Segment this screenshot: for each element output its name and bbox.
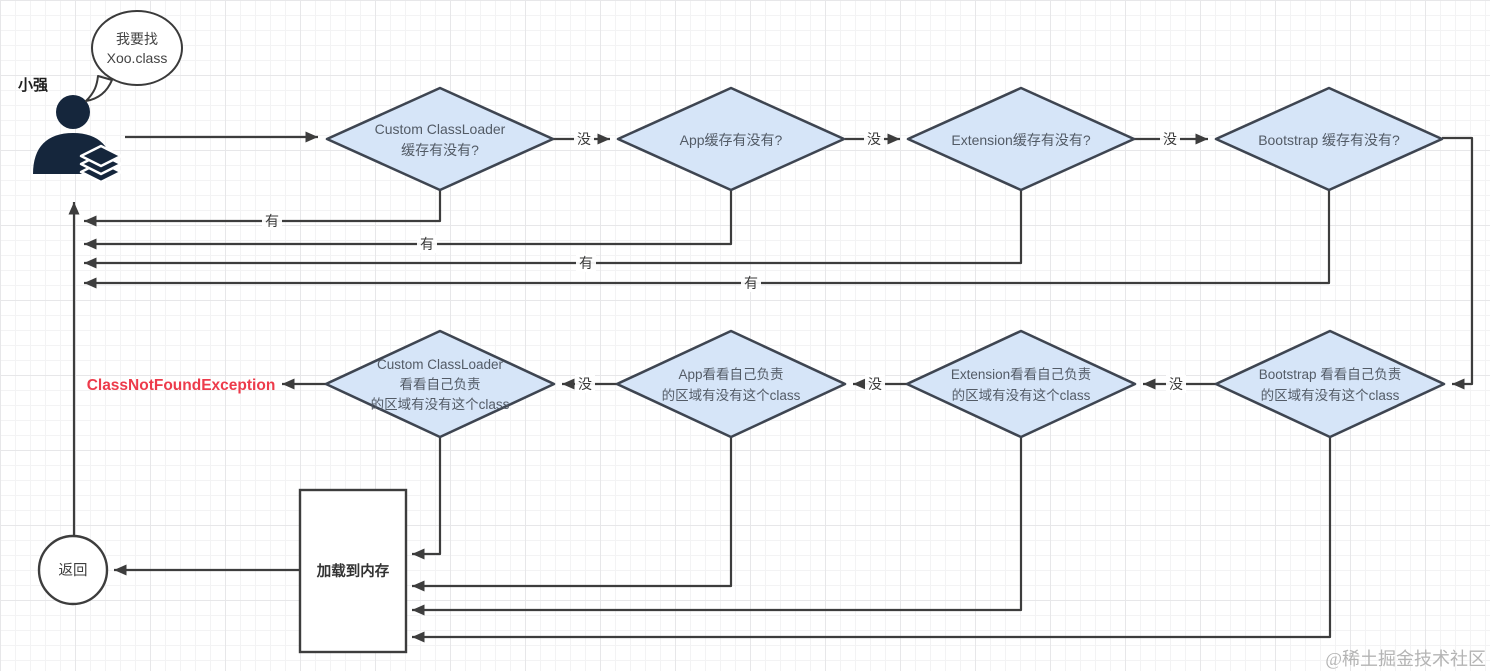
edge-label-no-5: 没 [865, 375, 885, 393]
edge-app-search-to-load [412, 437, 733, 592]
actor-name-label: 小强 [18, 77, 48, 94]
return-circle-shape [37, 534, 109, 606]
decision-custom-cache: Custom ClassLoader 缓存有没有? [325, 86, 555, 192]
load-to-memory-box: 加载到内存 [298, 488, 408, 654]
speech-bubble-shape [91, 10, 183, 86]
decision-label-line1: Extension缓存有没有? [951, 132, 1090, 148]
edge-bootstrap-cache-hit-return [84, 190, 1331, 289]
decision-app-cache: App缓存有没有? [616, 86, 846, 192]
edge-label-no-6: 没 [1166, 375, 1186, 393]
decision-bootstrap-search: Bootstrap 看看自己负责 的区域有没有这个class [1214, 329, 1446, 439]
decision-label-line1: Custom ClassLoader [375, 121, 506, 137]
decision-label-line2: 的区域有没有这个class [952, 387, 1091, 403]
edge-label-yes-3: 有 [576, 254, 596, 272]
label-bg [576, 254, 596, 272]
speech-bubble-tail [85, 75, 113, 102]
label-bg [1160, 130, 1180, 148]
label-bg [741, 274, 761, 292]
load-box-shape [298, 488, 408, 654]
edge-label-yes-1: 有 [262, 212, 282, 230]
diamond-shape [324, 329, 556, 439]
decision-label-line1: App缓存有没有? [680, 132, 783, 148]
diamond-shape [325, 86, 555, 192]
yes-label: 有 [579, 255, 593, 271]
no-label: 没 [577, 131, 591, 147]
edge-label-yes-4: 有 [741, 274, 761, 292]
no-label: 没 [867, 131, 881, 147]
no-label: 没 [1163, 131, 1177, 147]
diamond-shape [615, 329, 847, 439]
decision-label-line1: Custom ClassLoader [377, 357, 504, 372]
decision-app-search: App看看自己负责 的区域有没有这个class [615, 329, 847, 439]
decision-label-line2: 看看自己负责 [400, 377, 481, 392]
edge-label-no-3: 没 [1160, 130, 1180, 148]
edge-extension-search-to-load [412, 437, 1023, 616]
edge-custom-search-to-load [412, 437, 442, 560]
decision-extension-cache: Extension缓存有没有? [906, 86, 1136, 192]
decision-label-line1: Bootstrap 缓存有没有? [1258, 132, 1400, 148]
diamond-shape [1214, 86, 1444, 192]
return-node: 返回 [37, 534, 109, 606]
layers-icon [79, 144, 123, 184]
label-bg [417, 235, 437, 253]
label-bg [865, 375, 885, 393]
edge-label-yes-2: 有 [417, 235, 437, 253]
classnotfound-exception-label: ClassNotFoundException [87, 377, 276, 394]
load-box-label: 加载到内存 [316, 562, 390, 580]
no-label: 没 [868, 376, 882, 392]
speech-line2: Xoo.class [107, 50, 168, 66]
yes-label: 有 [420, 236, 434, 252]
decision-label-line2: 的区域有没有这个class [662, 387, 801, 403]
label-bg [575, 375, 595, 393]
label-bg [864, 130, 884, 148]
no-label: 没 [1169, 376, 1183, 392]
decision-label-line1: Bootstrap 看看自己负责 [1259, 367, 1402, 382]
decision-label-line1: Extension看看自己负责 [951, 367, 1091, 382]
return-label: 返回 [59, 562, 88, 579]
edge-label-no-4: 没 [575, 375, 595, 393]
decision-label-line3: 的区域有没有这个class [371, 396, 510, 412]
decision-bootstrap-cache: Bootstrap 缓存有没有? [1214, 86, 1444, 192]
decision-label-line1: App看看自己负责 [678, 367, 783, 382]
edge-extension-cache-hit-return [84, 190, 1023, 269]
label-bg [1166, 375, 1186, 393]
no-label: 没 [578, 376, 592, 392]
diamond-shape [1214, 329, 1446, 439]
edge-label-no-1: 没 [574, 130, 594, 148]
decision-label-line2: 缓存有没有? [401, 142, 479, 158]
decision-custom-search: Custom ClassLoader 看看自己负责 的区域有没有这个class [324, 329, 556, 439]
watermark-text: @稀土掘金技术社区 [1325, 649, 1486, 669]
edge-custom-cache-hit-return [84, 190, 442, 227]
diamond-shape [906, 86, 1136, 192]
diamond-shape [616, 86, 846, 192]
edge-label-no-2: 没 [864, 130, 884, 148]
speech-line1: 我要找 [116, 31, 158, 47]
actor-xiaoqiang: 小强 我要找 Xoo.class [18, 10, 183, 184]
decision-label-line2: 的区域有没有这个class [1261, 387, 1400, 403]
diamond-shape [905, 329, 1137, 439]
label-bg [262, 212, 282, 230]
layer-1 [79, 144, 123, 168]
edge-bootstrap-cache-to-bootstrap-search [1442, 136, 1474, 390]
label-bg [574, 130, 594, 148]
speech-bubble: 我要找 Xoo.class [85, 10, 183, 102]
person-icon [56, 95, 90, 129]
edge-bootstrap-search-to-load [412, 437, 1332, 643]
yes-label: 有 [744, 275, 758, 291]
decision-extension-search: Extension看看自己负责 的区域有没有这个class [905, 329, 1137, 439]
yes-label: 有 [265, 213, 279, 229]
edge-app-cache-hit-return [84, 190, 733, 250]
